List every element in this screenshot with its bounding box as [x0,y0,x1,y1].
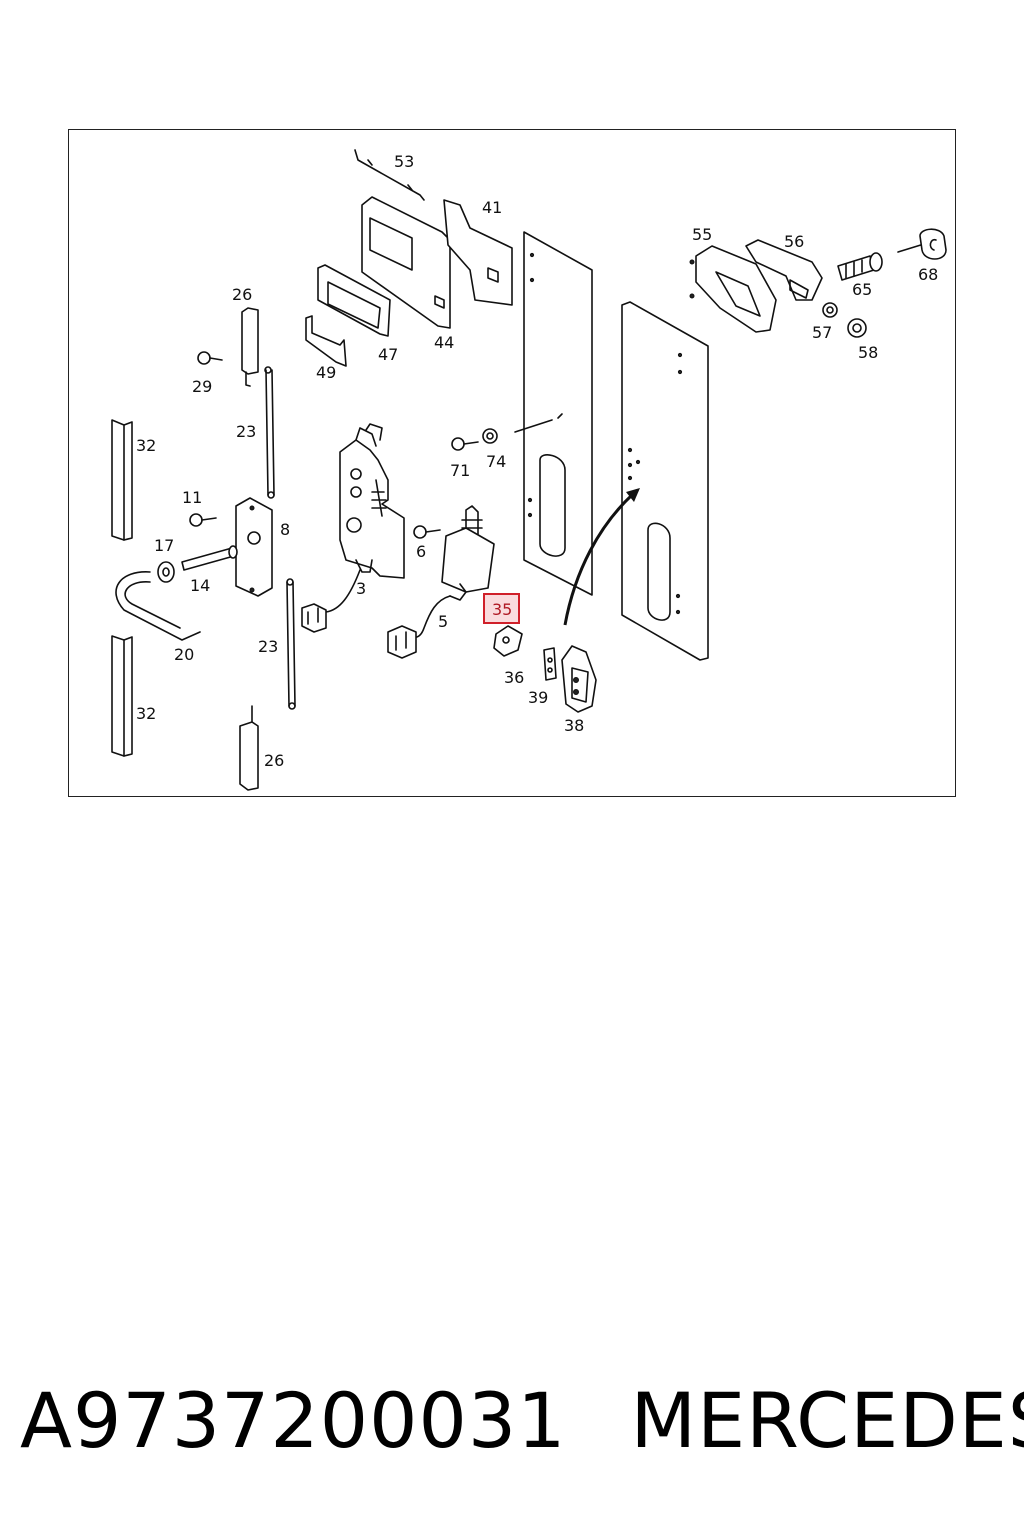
label-55: 55 [692,225,712,244]
part-3-lock [301,423,405,633]
label-35: 35 [492,600,512,619]
label-74: 74 [486,452,506,471]
parts-diagram [68,129,956,797]
label-11: 11 [182,488,202,507]
part-17-bushing [157,561,175,583]
label-5: 5 [438,612,448,631]
label-71: 71 [450,461,470,480]
label-49: 49 [316,363,336,382]
label-6: 6 [416,542,426,561]
part-58-nut [847,318,867,338]
part-32-lower-channel [111,635,133,757]
part-36-plate [493,625,523,657]
label-23-lower: 23 [258,637,278,656]
label-38: 38 [564,716,584,735]
label-58: 58 [858,343,878,362]
label-3: 3 [356,579,366,598]
part-23-lower-rod [286,578,296,710]
part-74-washer [482,428,498,444]
door-panel-rear [514,231,593,596]
label-36: 36 [504,668,524,687]
label-23-upper: 23 [236,422,256,441]
label-26-lower: 26 [264,751,284,770]
part-8-lock-plate [235,497,273,597]
part-71-screw [451,437,479,451]
brand-name: MERCEDES [630,1375,1024,1465]
part-23-upper-rod [264,366,275,499]
part-65-cylinder [837,252,883,281]
part-49-handle [305,315,347,367]
label-17: 17 [154,536,174,555]
label-41: 41 [482,198,502,217]
exploded-view-drawing: 53 41 44 47 49 26 29 23 32 11 8 17 14 20… [111,149,947,791]
label-65: 65 [852,280,872,299]
label-32-lower: 32 [136,704,156,723]
label-20: 20 [174,645,194,664]
part-53-rod [354,149,425,201]
label-57: 57 [812,323,832,342]
part-41-bracket [443,199,513,306]
label-56: 56 [784,232,804,251]
part-57-washer [822,302,838,318]
part-5-actuator [387,505,495,659]
part-number: A9737200031 [20,1375,567,1465]
part-39-spacer [543,647,557,681]
label-26-upper: 26 [232,285,252,304]
label-32-upper: 32 [136,436,156,455]
part-32-upper-channel [111,419,133,541]
part-26-upper [241,307,259,387]
part-55-mount [689,245,777,333]
part-labels: 53 41 44 47 49 26 29 23 32 11 8 17 14 20… [136,152,938,770]
part-38-striker [561,645,597,713]
highlighted-part-35[interactable]: 35 [483,593,520,624]
assembly-arrow [563,488,640,626]
label-47: 47 [378,345,398,364]
part-26-lower [239,705,259,791]
part-47-bezel [317,264,391,337]
part-68-key [897,228,947,260]
part-20-handle [115,571,201,641]
label-39: 39 [528,688,548,707]
label-44: 44 [434,333,454,352]
highlight-box[interactable] [483,593,520,624]
part-29-screw [197,351,223,365]
label-8: 8 [280,520,290,539]
caption: A9737200031 MERCEDES [20,1370,1024,1470]
label-53: 53 [394,152,414,171]
part-44-housing [361,196,451,329]
label-29: 29 [192,377,212,396]
part-11-screw [189,513,217,527]
label-14: 14 [190,576,210,595]
part-14-spindle [181,545,238,571]
label-68: 68 [918,265,938,284]
part-6-screw [413,525,441,539]
part-56-outer-handle [745,239,823,301]
door-panel-front [621,301,709,661]
